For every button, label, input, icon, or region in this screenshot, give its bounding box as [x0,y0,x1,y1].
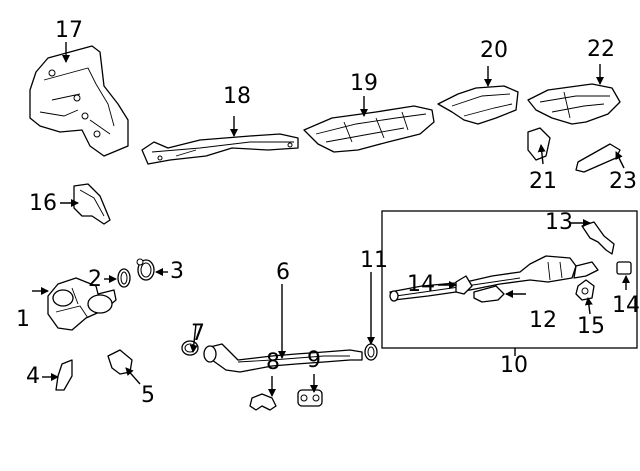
callout-15: 15 [577,314,605,339]
part-16-heat-shield [73,183,111,225]
assembly-10-frame [381,210,638,349]
callout-10: 10 [500,353,528,378]
callout-11: 11 [360,248,388,273]
callout-21: 21 [529,169,557,194]
callout-7: 7 [191,321,205,346]
part-2-gasket [117,268,131,288]
leader-15 [584,297,593,315]
leader-5 [125,367,141,385]
leader-23 [615,151,625,169]
part-19-heat-insulator [303,105,435,153]
part-23-bracket [575,143,621,173]
callout-20: 20 [480,38,508,63]
callout-22: 22 [587,37,615,62]
part-18-heat-insulator [141,133,299,165]
callout-6: 6 [276,260,290,285]
callout-8: 8 [266,350,280,375]
callout-17: 17 [55,18,83,43]
callout-14a: 14 [407,272,435,297]
part-11-gasket [364,343,378,361]
part-12-bracket [473,285,505,303]
callout-23: 23 [609,169,637,194]
part-10-muffler-assembly [389,255,599,302]
callout-5: 5 [141,383,155,408]
part-4-bracket [55,359,73,391]
callout-2: 2 [88,267,102,292]
part-8-bracket [249,393,277,411]
part-6-front-pipe [203,343,363,373]
part-9-hanger [297,389,323,407]
callout-14b: 14 [612,293,640,318]
part-1-catalytic-converter [47,277,117,331]
part-14-hanger-b [616,261,632,275]
part-14-hanger-a [455,275,473,295]
leader-7 [189,323,198,353]
callout-18: 18 [223,84,251,109]
part-15-clamp [575,279,595,301]
callout-4: 4 [26,364,40,389]
part-20-heat-insulator [437,85,519,125]
part-3-clamp [136,258,155,281]
callout-9: 9 [307,348,321,373]
part-13-bracket [581,221,615,255]
part-22-heat-insulator [527,83,621,125]
callout-16: 16 [29,191,57,216]
part-21-bracket [527,127,551,161]
part-17-heat-shield [29,45,129,157]
callout-12: 12 [529,308,557,333]
callout-1: 1 [16,307,30,332]
callout-13: 13 [545,210,573,235]
callout-3: 3 [170,259,184,284]
callout-19: 19 [350,71,378,96]
leader-21 [537,144,546,165]
